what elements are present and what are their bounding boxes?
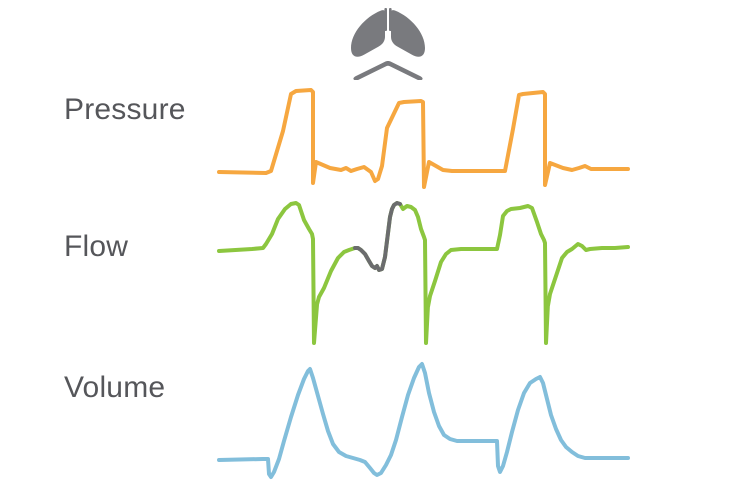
waveform-flow: [217, 201, 630, 345]
diaphragm-chevron: [353, 61, 423, 80]
left-lung-lobe: [351, 10, 385, 57]
trachea-bar-left: [384, 8, 387, 31]
waveform-flow-highlight: [353, 201, 402, 272]
flow-label: Flow: [64, 230, 129, 263]
pressure-label: Pressure: [64, 93, 186, 126]
volume-label: Volume: [64, 371, 166, 404]
waveform-pressure: [217, 88, 630, 189]
right-lung-lobe: [391, 10, 425, 57]
waveform-volume: [217, 362, 630, 479]
trachea-bar-right: [389, 8, 392, 31]
lungs-icon: [351, 8, 425, 80]
